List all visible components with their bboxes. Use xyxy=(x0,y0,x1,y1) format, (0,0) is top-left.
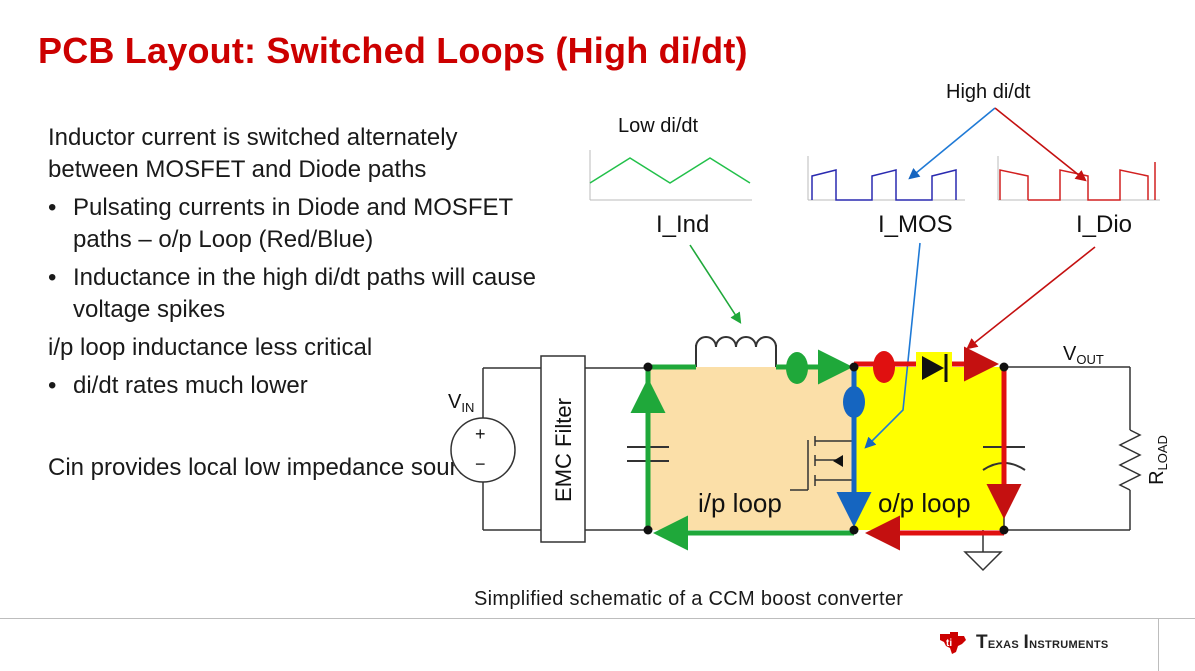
body-text: Inductor current is switched alternately… xyxy=(48,122,538,484)
vin-plus: + xyxy=(475,424,486,444)
high-didt-arrow-dio xyxy=(994,107,1087,182)
paragraph-cin: Cin provides local low impedance source xyxy=(48,454,483,481)
paragraph-ip-loop: i/p loop inductance less critical xyxy=(48,334,373,361)
vin-source xyxy=(450,417,516,483)
junction-dots xyxy=(643,362,1009,535)
bullet-inductance: Inductance in the high di/dt paths will … xyxy=(48,262,538,326)
page-title: PCB Layout: Switched Loops (High di/dt) xyxy=(38,30,748,71)
bullet-didt-lower: di/dt rates much lower xyxy=(48,370,538,402)
diode-current-waveform xyxy=(997,156,1160,201)
high-didt-arrow-mos xyxy=(908,107,996,180)
diode-current-marker xyxy=(873,351,895,383)
footer-vertical-divider xyxy=(1158,618,1159,671)
load-resistor xyxy=(1118,429,1142,491)
mosfet-body-arrow xyxy=(833,455,843,467)
footer-divider xyxy=(0,618,1195,619)
label-i-mos: I_MOS xyxy=(878,211,953,238)
emc-filter-box xyxy=(540,355,586,543)
emc-filter-label: EMC Filter xyxy=(551,398,576,502)
ti-wordmark: Texas Instruments xyxy=(976,632,1109,653)
schematic-caption: Simplified schematic of a CCM boost conv… xyxy=(474,588,904,610)
bullet-pulsating: Pulsating currents in Diode and MOSFET p… xyxy=(48,192,538,256)
paragraph-switching: Inductor current is switched alternately… xyxy=(48,124,458,183)
op-loop-label: o/p loop xyxy=(878,488,971,518)
mosfet-current-path xyxy=(836,367,872,527)
vin-label: VIN xyxy=(448,391,474,415)
inductor-current-waveform xyxy=(589,150,752,201)
ground-symbol xyxy=(963,551,1003,572)
rload-label: RLOAD xyxy=(1146,435,1170,485)
label-high-didt: High di/dt xyxy=(946,81,1031,103)
i-ind-arrow xyxy=(689,244,742,324)
diode xyxy=(916,352,952,382)
vin-minus: − xyxy=(475,454,486,474)
svg-text:ti: ti xyxy=(946,638,952,649)
ip-loop-region xyxy=(648,367,854,530)
vout-label: VOUT xyxy=(1063,343,1104,367)
label-i-ind: I_Ind xyxy=(656,211,709,238)
label-i-dio: I_Dio xyxy=(1076,211,1132,238)
label-low-didt: Low di/dt xyxy=(618,115,698,137)
op-loop-region xyxy=(854,367,1004,530)
ip-loop-label: i/p loop xyxy=(698,488,782,518)
mosfet xyxy=(790,436,854,491)
inductor xyxy=(695,336,777,367)
mosfet-current-marker xyxy=(843,386,865,418)
ti-map-icon: ti xyxy=(940,632,966,654)
mosfet-current-waveform xyxy=(807,156,965,201)
i-dio-arrow xyxy=(966,246,1096,350)
i-mos-arrow xyxy=(864,242,921,449)
ti-logo: ti Texas Instruments xyxy=(938,630,1109,656)
inductor-current-marker xyxy=(786,352,808,384)
